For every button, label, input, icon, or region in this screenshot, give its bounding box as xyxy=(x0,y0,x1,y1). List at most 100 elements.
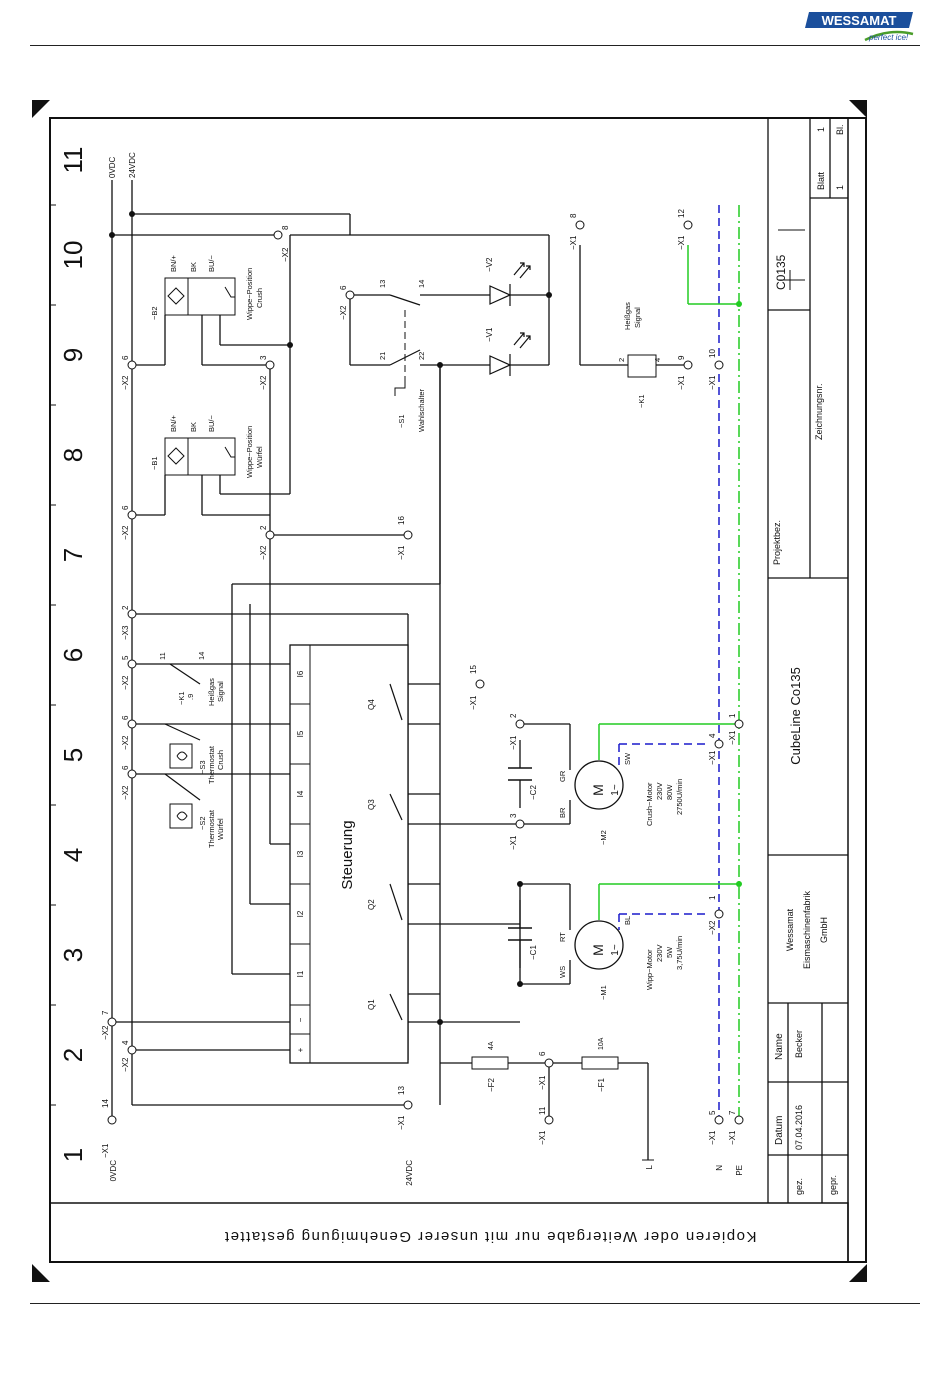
col-num-11: 11 xyxy=(58,147,88,174)
col-num-5: 5 xyxy=(58,748,88,762)
relay-k1-contact-pin-11: 11 xyxy=(158,652,167,660)
tnum-x2-1: 1 xyxy=(708,895,717,900)
sensor-b1-wire-bu: BU/− xyxy=(207,414,216,432)
tnum-x1-13: 13 xyxy=(397,1086,406,1095)
relay-k1-contact-pin: .9 xyxy=(186,694,195,700)
output-q1: Q1 xyxy=(367,999,376,1010)
fuse-f2: 4A −F2 xyxy=(471,1041,509,1092)
relay-k1-coil-sub: Signal xyxy=(633,307,642,328)
relay-k1-coil-pin-4: 4 xyxy=(653,358,662,362)
brand-tagline: perfect ice! xyxy=(868,33,909,42)
label-x2-c: −X2 xyxy=(121,785,130,800)
sensor-b1-name: Wippe−Position xyxy=(245,426,254,478)
motor-m1: M 1~ WS RT BL −M1 Wipp−Motor 230V 5W 3,7… xyxy=(558,916,684,1000)
junction-dots xyxy=(109,211,552,1025)
sensor-b2-wire-bu: BU/− xyxy=(207,254,216,272)
tnum-x1-8: 8 xyxy=(569,213,578,218)
output-q3: Q3 xyxy=(367,799,376,810)
label-x1-h: −X1 xyxy=(538,1130,547,1145)
motor-m2-wire-gr: GR xyxy=(558,770,567,782)
thermostat-s3: −S3 Thermostat Crush xyxy=(164,723,225,784)
sensor-b2: −B2 BN/+ BK BU/− Wippe−Position Crush xyxy=(150,254,264,320)
motor-m2-phase: 1~ xyxy=(610,784,621,796)
title-datum: 07.04.2016 xyxy=(794,1105,804,1150)
thermostat-s2-ref: −S2 xyxy=(198,816,207,830)
terminals xyxy=(107,220,744,1125)
col-num-4: 4 xyxy=(58,848,88,862)
label-x2-a: −X2 xyxy=(101,1025,110,1040)
title-blatt: 1 xyxy=(816,127,826,132)
capacitor-c1: −C1 xyxy=(508,927,538,960)
sensor-b1-wire-bk: BK xyxy=(189,422,198,432)
tnum-x2-4: 4 xyxy=(121,1040,130,1045)
tnum-x1-4: 4 xyxy=(708,733,717,738)
label-x1-g: −X1 xyxy=(538,1075,547,1090)
sensor-b2-ref: −B2 xyxy=(150,306,159,320)
tnum-x2-7: 7 xyxy=(101,1010,110,1015)
corner-mark-top-right xyxy=(849,100,867,118)
tnum-x1-9: 9 xyxy=(677,355,686,360)
corner-mark-bottom-left xyxy=(32,1264,50,1282)
motor-m1-name: Wipp−Motor xyxy=(645,949,654,990)
col-num-6: 6 xyxy=(58,648,88,662)
title-gez-label: gez. xyxy=(794,1178,804,1195)
title-datum-label: Datum xyxy=(774,1116,785,1145)
sensor-b2-sub: Crush xyxy=(255,288,264,308)
capacitor-c2: −C2 xyxy=(508,767,538,800)
controller-label: Steuerung xyxy=(339,820,356,889)
relay-k1-contact: 11 14 −K1 .9 Heißgas Signal xyxy=(158,652,225,706)
led-v1-ref: −V1 xyxy=(485,327,494,342)
sensor-b1: −B1 BN/+ BK BU/− Wippe−Position Würfel xyxy=(150,414,264,478)
protective-earth xyxy=(598,205,740,1120)
thermostat-s3-ref: −S3 xyxy=(198,760,207,774)
tnum-x1-5: 5 xyxy=(708,1110,717,1115)
selector-s1-pin-22: 22 xyxy=(417,352,426,360)
motor-m2-wire-sw: SW xyxy=(623,752,632,765)
tnum-x1-14: 14 xyxy=(101,1099,110,1108)
pin-i3: I3 xyxy=(296,850,305,857)
label-x1-p: −X1 xyxy=(728,1130,737,1145)
relay-k1-coil-pin-2: 2 xyxy=(617,358,626,362)
supply-0vdc-top: 0VDC xyxy=(108,156,117,178)
title-zeichnungsnr-label: Zeichnungsnr. xyxy=(814,383,824,440)
label-x2-e: −X2 xyxy=(121,675,130,690)
label-x1-m: −X1 xyxy=(708,750,717,765)
title-project: CubeLine Co135 xyxy=(788,667,803,765)
pe-dots xyxy=(736,301,742,887)
sensor-b1-ref: −B1 xyxy=(150,456,159,470)
label-x1-n: −X1 xyxy=(728,730,737,745)
fuse-f2-ref: −F2 xyxy=(487,1077,496,1092)
motor-m1-wire-ws: WS xyxy=(558,966,567,978)
selector-s1-pin-13: 13 xyxy=(378,280,387,288)
wessamat-logo: WESSAMAT perfect ice! xyxy=(805,12,914,42)
label-x1-j: −X1 xyxy=(677,235,686,250)
motor-m2-voltage: 230V xyxy=(655,782,664,800)
pin-i4: I4 xyxy=(296,790,305,797)
tnum-x1-3: 3 xyxy=(509,813,518,818)
tnum-x1-7: 7 xyxy=(728,1110,737,1115)
label-x1-d: −X1 xyxy=(469,695,478,710)
motor-m2-power: 80W xyxy=(665,784,674,800)
motor-m1-phase: 1~ xyxy=(610,944,621,956)
motor-m2-name: Crush−Motor xyxy=(645,782,654,826)
mains-pe-label: PE xyxy=(735,1165,744,1176)
capacitor-c1-ref: −C1 xyxy=(529,945,538,960)
tnum-x2-6c: 6 xyxy=(121,505,130,510)
label-x2-b: −X2 xyxy=(121,1057,130,1072)
corner-mark-top-left xyxy=(32,100,50,118)
pin-i6: I6 xyxy=(296,670,305,677)
supply-24vdc-bottom: 24VDC xyxy=(405,1160,414,1186)
motor-m1-voltage: 230V xyxy=(655,944,664,962)
title-bl: 1 xyxy=(835,185,845,190)
tnum-x1-12: 12 xyxy=(677,209,686,218)
neutral-conductor xyxy=(618,205,720,1120)
relay-k1-contact-sub: Signal xyxy=(216,681,225,702)
output-q2: Q2 xyxy=(367,899,376,910)
label-x1: −X1 xyxy=(101,1143,110,1158)
col-num-7: 7 xyxy=(58,548,88,562)
label-x1-e: −X1 xyxy=(509,735,518,750)
thermostat-s2: −S2 Thermostat Würfel xyxy=(164,773,225,848)
led-v2-ref: −V2 xyxy=(485,257,494,272)
label-x1-c: −X1 xyxy=(397,545,406,560)
led-v1: −V1 xyxy=(485,327,531,376)
